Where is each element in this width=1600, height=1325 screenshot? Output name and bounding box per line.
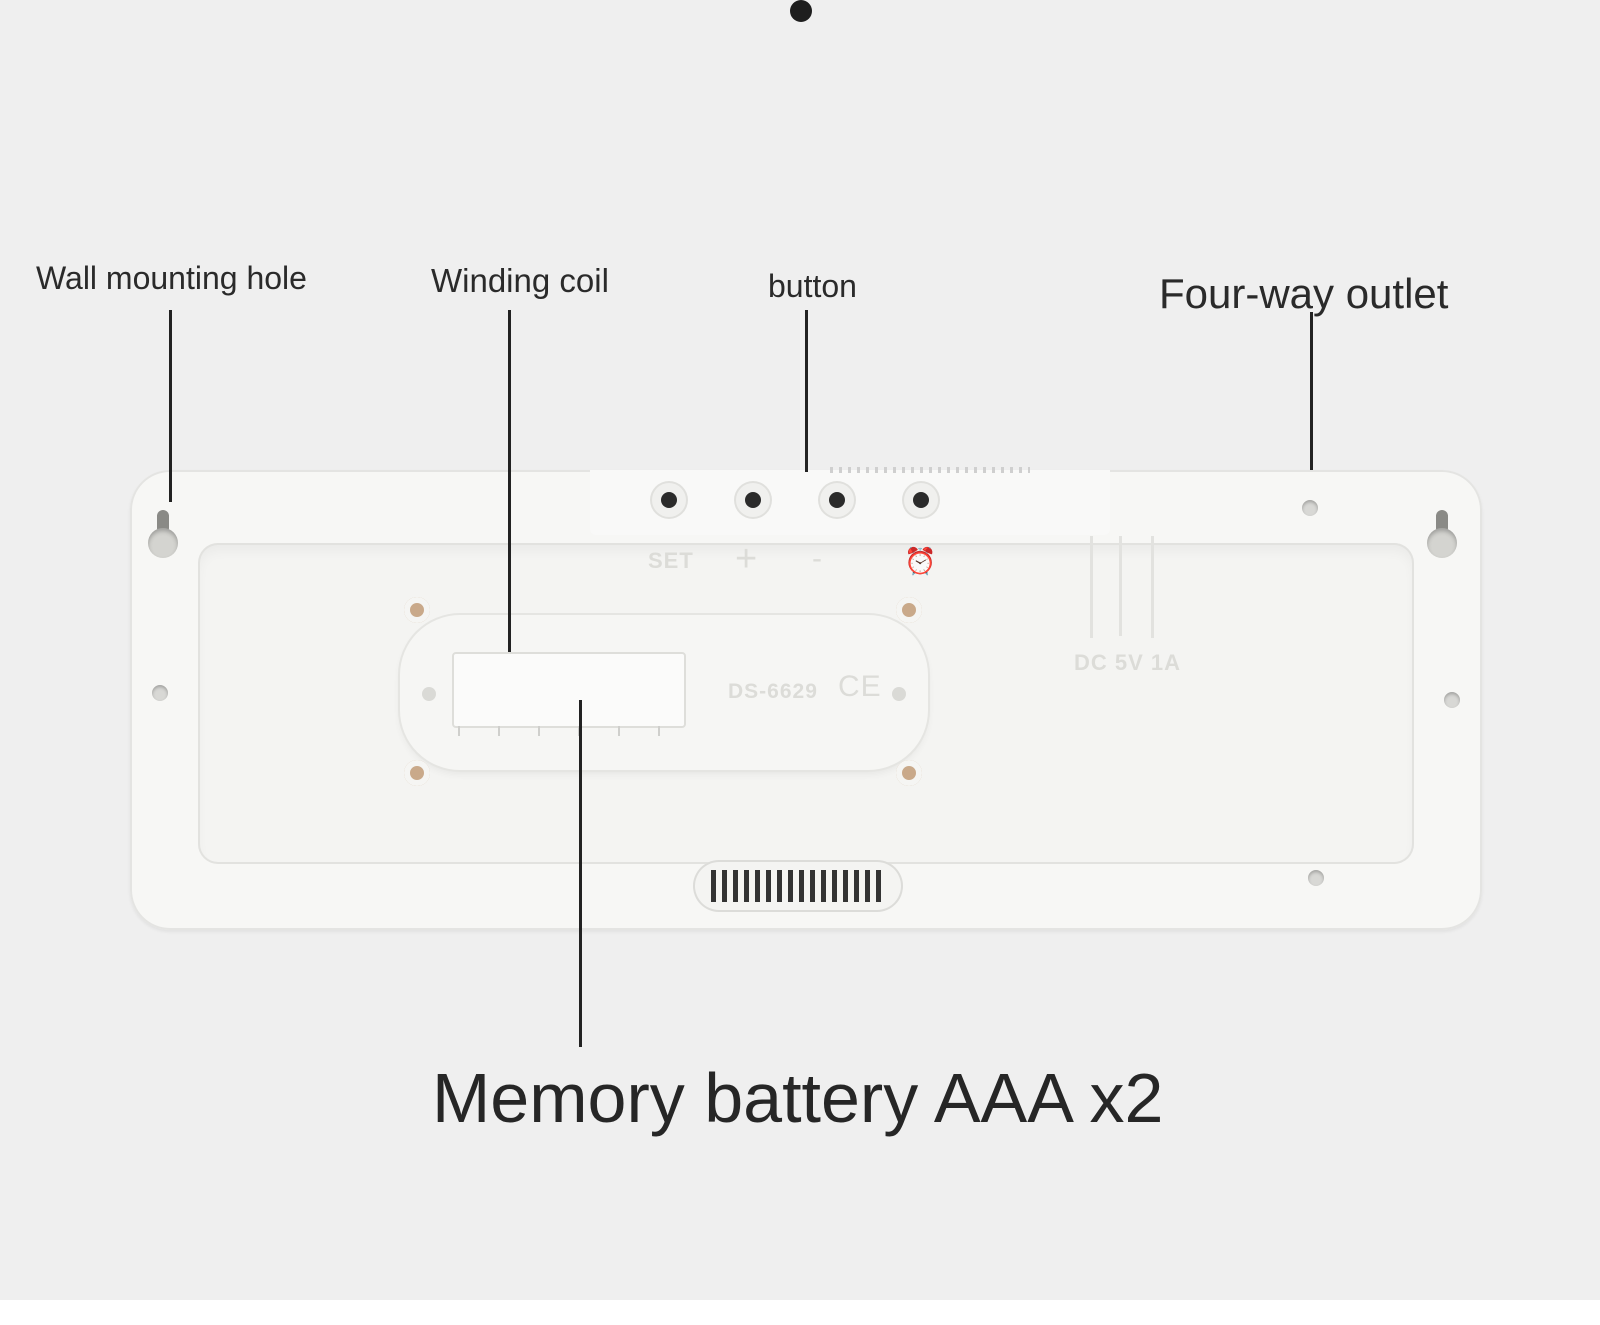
label-wall-mounting-hole: Wall mounting hole <box>36 260 307 296</box>
keyhole-icon <box>1427 510 1457 566</box>
leader-line-four-way-outlet <box>1310 312 1313 470</box>
set-button[interactable] <box>652 483 686 517</box>
plus-button[interactable] <box>736 483 770 517</box>
speaker-grille-icon <box>693 860 903 912</box>
engraving-plus: + <box>735 538 759 580</box>
engraving-dc-rating: DC 5V 1A <box>1074 650 1182 675</box>
minus-button[interactable] <box>820 483 854 517</box>
mount-clip <box>1302 500 1318 516</box>
screw-hole <box>892 687 906 701</box>
keyhole-icon <box>148 510 178 566</box>
bottom-border <box>0 1300 1600 1325</box>
door-lug <box>404 760 430 786</box>
alarm-button[interactable] <box>904 483 938 517</box>
leader-line-memory-battery <box>579 700 582 1047</box>
engraving-ce: CE <box>838 670 882 703</box>
top-dot <box>790 0 812 22</box>
door-lug <box>404 597 430 623</box>
label-memory-battery: Memory battery AAA x2 <box>432 1059 1164 1137</box>
door-lug <box>896 760 922 786</box>
label-four-way-outlet: Four-way outlet <box>1159 270 1449 317</box>
engraving-set: SET <box>648 548 694 573</box>
leader-line-wall-hole <box>169 310 172 502</box>
door-lug <box>896 597 922 623</box>
top-grille-icon <box>830 467 1030 473</box>
battery-compartment <box>452 652 686 736</box>
label-winding-coil: Winding coil <box>431 262 609 299</box>
engraving-minus: - <box>812 542 823 575</box>
leader-line-winding-coil <box>508 310 511 652</box>
leader-line-button <box>805 310 808 472</box>
screw-hole <box>422 687 436 701</box>
battery-door[interactable] <box>400 597 928 786</box>
dc-power-port <box>1090 536 1154 638</box>
clock-back-panel: SET + - ⏰ DC 5V 1A DS-6629 CE <box>130 467 1482 930</box>
engraving-model: DS-6629 <box>728 680 818 703</box>
label-button: button <box>768 268 857 304</box>
mount-clip <box>1444 692 1460 708</box>
mount-clip <box>152 685 168 701</box>
mount-clip <box>1308 870 1324 886</box>
alarm-bell-icon: ⏰ <box>904 546 938 576</box>
